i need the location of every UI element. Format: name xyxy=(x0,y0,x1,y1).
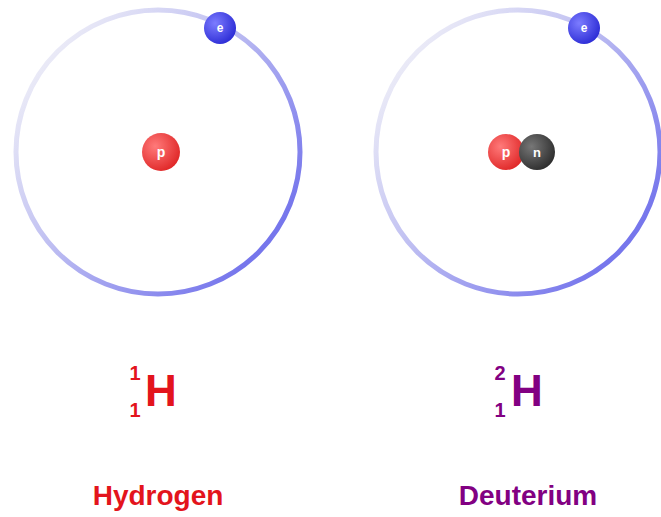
electron-particle: e xyxy=(568,12,600,44)
particle-circle xyxy=(142,133,180,171)
electron-orbit xyxy=(376,10,660,294)
element-symbol: H xyxy=(511,369,543,413)
mass-number: 1 xyxy=(129,363,140,383)
element-symbol: H xyxy=(145,369,177,413)
particle-circle xyxy=(204,12,236,44)
particle-circle xyxy=(488,134,524,170)
particle-letter: e xyxy=(581,22,588,34)
electron-orbit xyxy=(16,10,300,294)
atomic-number: 1 xyxy=(129,400,140,420)
particle-letter: e xyxy=(217,22,224,34)
neutron-particle: n xyxy=(519,134,555,170)
particle-circle xyxy=(568,12,600,44)
electron-particle: e xyxy=(204,12,236,44)
particle-letter: p xyxy=(157,145,166,159)
particle-letter: n xyxy=(533,146,541,159)
proton-particle: p xyxy=(488,134,524,170)
atomic-number: 1 xyxy=(494,400,505,420)
particle-letter: p xyxy=(502,145,511,159)
particle-circle xyxy=(519,134,555,170)
mass-number: 2 xyxy=(494,363,505,383)
isotope-name: Hydrogen xyxy=(93,482,224,510)
isotope-name: Deuterium xyxy=(459,482,597,510)
proton-particle: p xyxy=(142,133,180,171)
